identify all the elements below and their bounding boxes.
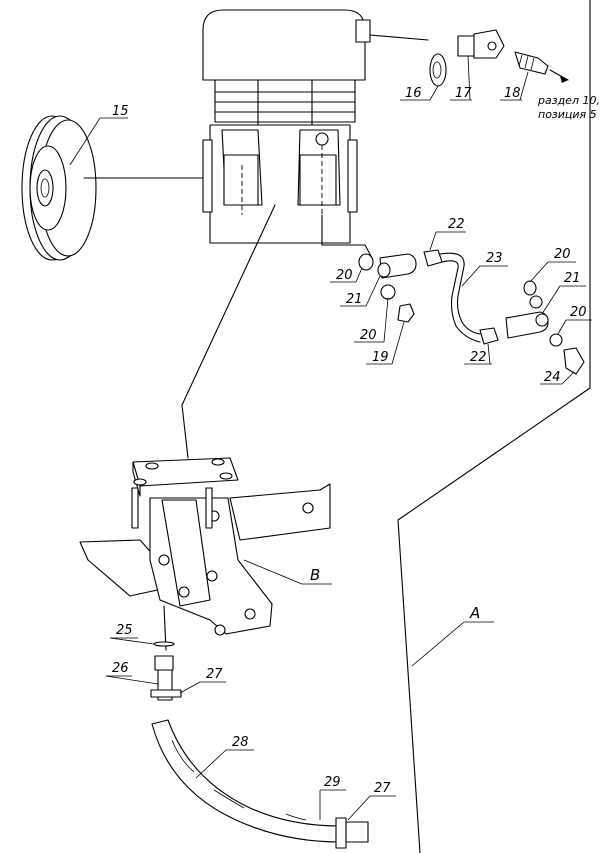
callout-19: 19 bbox=[372, 350, 389, 365]
callout-21a: 21 bbox=[346, 292, 363, 307]
outlet-fittings bbox=[369, 29, 569, 87]
callout-20c: 20 bbox=[554, 247, 571, 262]
washer-16 bbox=[429, 53, 447, 87]
callout-29: 29 bbox=[324, 775, 341, 790]
callout-22a: 22 bbox=[448, 217, 465, 232]
callout-20b: 20 bbox=[360, 328, 377, 343]
callout-22b: 22 bbox=[470, 350, 487, 365]
callout-A: A bbox=[469, 604, 480, 622]
callout-27a: 27 bbox=[206, 667, 223, 682]
hose-assembly bbox=[150, 605, 369, 849]
callout-24: 24 bbox=[544, 370, 561, 385]
reference-note-line1: раздел 10, bbox=[537, 94, 600, 107]
callout-26: 26 bbox=[112, 661, 129, 676]
callout-23: 23 bbox=[486, 251, 503, 266]
callout-25: 25 bbox=[116, 623, 133, 638]
callout-16: 16 bbox=[405, 86, 422, 101]
reference-note-line2: позиция 5 bbox=[538, 108, 597, 121]
callout-17: 17 bbox=[455, 86, 472, 101]
callout-20d: 20 bbox=[570, 305, 587, 320]
callout-21b: 21 bbox=[564, 271, 581, 286]
callout-28: 28 bbox=[232, 735, 249, 750]
pulley bbox=[21, 115, 204, 261]
leaders bbox=[69, 55, 592, 821]
pipe-fittings bbox=[321, 214, 585, 375]
callout-27b: 27 bbox=[374, 781, 391, 796]
callout-labels: 15 16 17 18 раздел 10, позиция 5 20 21 2… bbox=[112, 86, 600, 796]
callout-18: 18 bbox=[504, 86, 521, 101]
boundary-line bbox=[397, 0, 591, 853]
callout-B: B bbox=[310, 566, 320, 584]
callout-15: 15 bbox=[112, 104, 129, 119]
compressor bbox=[202, 9, 371, 244]
bracket-assembly bbox=[79, 204, 331, 636]
callout-20a: 20 bbox=[336, 268, 353, 283]
sleeve-17 bbox=[457, 35, 477, 57]
